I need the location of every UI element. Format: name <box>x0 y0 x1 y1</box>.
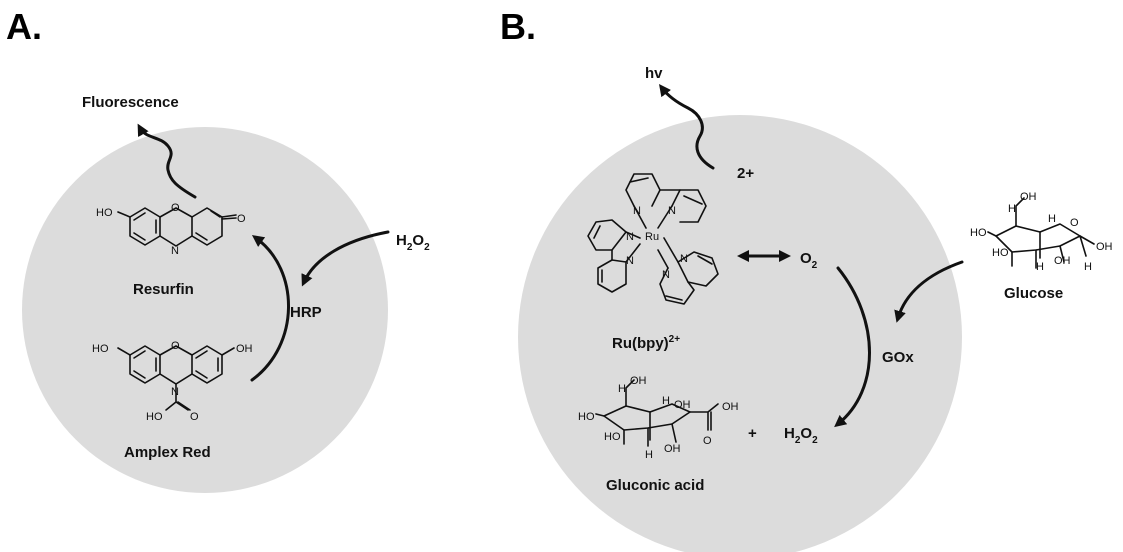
bpy-n-1: N <box>633 205 641 217</box>
glucose-h-end: H <box>1084 261 1092 273</box>
hrp-conversion-arrow <box>250 235 290 382</box>
gluconic-acid-structure: OH H HO H OH HO H OH OH O <box>578 375 739 461</box>
complex-name-label: Ru(bpy)2+ <box>612 334 680 352</box>
h2o2-label-b: H2O2 <box>784 425 818 446</box>
glucose-oh-bottom: OH <box>1054 255 1071 267</box>
resurfin-label: Resurfin <box>133 281 194 298</box>
amplex-o-carbonyl: O <box>190 411 199 423</box>
glucose-label: Glucose <box>1004 285 1063 302</box>
h2o2-input-arrow <box>301 230 390 287</box>
glucose-structure: OH H HO H O HO H OH OH H <box>970 191 1113 273</box>
glucose-input-arrow <box>894 260 964 323</box>
gluconic-h-mid: H <box>645 449 653 461</box>
gluconic-plus: + <box>748 425 757 442</box>
glucose-h-top: H <box>1008 203 1016 215</box>
gluconic-h-right: H <box>662 395 670 407</box>
glucose-oh-top: OH <box>1020 191 1037 203</box>
gluconic-h-top: H <box>618 383 626 395</box>
panel-a-label: A. <box>6 6 42 47</box>
gluconic-acid-label: Gluconic acid <box>606 477 704 494</box>
o2-label: O2 <box>800 250 818 271</box>
ru-bpy-structure: Ru N N N N N N <box>587 173 719 305</box>
hv-label: hv <box>645 65 663 82</box>
resurfin-structure: HO O N O <box>96 202 246 257</box>
amplex-ho-carbonyl: HO <box>146 411 163 423</box>
glucose-o-ring: O <box>1070 217 1079 229</box>
panel-a-circle <box>22 127 388 493</box>
glucose-h-mid: H <box>1036 261 1044 273</box>
gox-conversion-arrow <box>834 266 871 428</box>
gluconic-ho-left: HO <box>578 411 595 423</box>
fluorescence-label: Fluorescence <box>82 94 179 111</box>
bpy-n-2: N <box>668 205 676 217</box>
ru-atom: Ru <box>645 231 659 243</box>
amplex-ho: HO <box>92 343 109 355</box>
amplex-red-structure: HO OH O N HO O <box>92 340 253 423</box>
gluconic-oh-top: OH <box>630 375 647 387</box>
glucose-ho-mid: HO <box>992 247 1009 259</box>
complex-charge: 2+ <box>737 165 754 182</box>
amplex-n: N <box>171 386 179 398</box>
gluconic-oh-acid: OH <box>722 401 739 413</box>
gluconic-ho-mid: HO <box>604 431 621 443</box>
gluconic-o-acid: O <box>703 435 712 447</box>
h2o2-label-a: H2O2 <box>396 232 430 253</box>
glucose-oh-end: OH <box>1096 241 1113 253</box>
bpy-n-6: N <box>662 269 670 281</box>
resurfin-o-keto: O <box>237 213 246 225</box>
resurfin-o-ring: O <box>171 202 180 214</box>
glucose-ho-left: HO <box>970 227 987 239</box>
bpy-n-5: N <box>680 253 688 265</box>
gluconic-oh-right: OH <box>674 399 691 411</box>
bpy-n-4: N <box>626 255 634 267</box>
amplex-red-label: Amplex Red <box>124 444 211 461</box>
panel-b-label: B. <box>500 6 536 47</box>
bpy-n-3: N <box>626 231 634 243</box>
resurfin-n: N <box>171 245 179 257</box>
hrp-label: HRP <box>290 304 322 321</box>
gox-label: GOx <box>882 349 914 366</box>
emission-wavy-arrow <box>658 84 715 170</box>
glucose-h-right: H <box>1048 213 1056 225</box>
amplex-o-ring: O <box>171 340 180 352</box>
panel-b-circle <box>518 115 962 552</box>
amplex-oh: OH <box>236 343 253 355</box>
fluorescence-wavy-arrow <box>137 123 197 199</box>
gluconic-oh-bottom: OH <box>664 443 681 455</box>
resurfin-ho: HO <box>96 207 113 219</box>
